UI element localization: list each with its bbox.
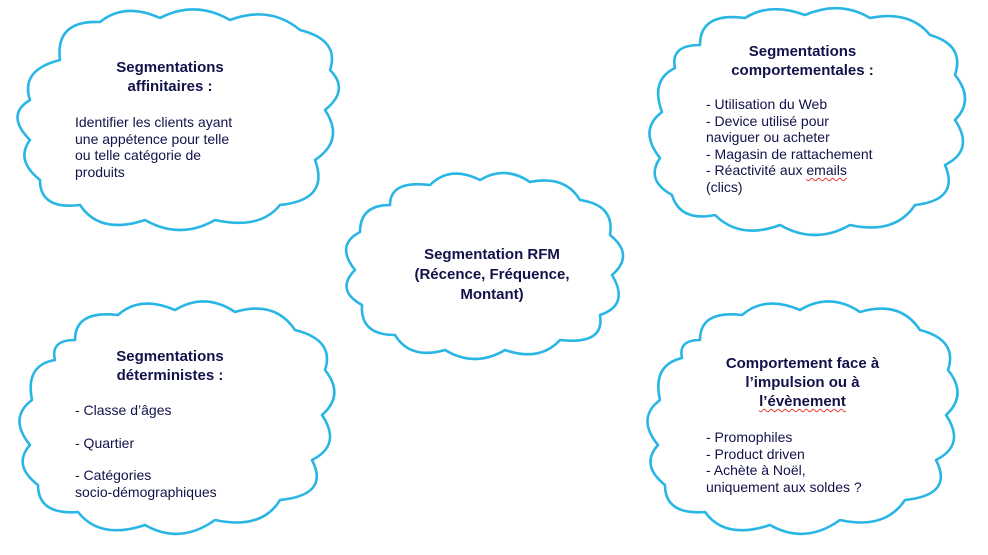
cloud-rfm <box>344 171 625 361</box>
spellcheck-word: emails <box>806 162 847 178</box>
title-line: (Récence, Fréquence, <box>414 266 570 283</box>
body-line: - Classe d’âges <box>75 402 172 418</box>
cloud-title: Segmentations affinitaires : <box>60 58 280 96</box>
cloud-title: Comportement face à l’impulsion ou à l’é… <box>700 354 905 411</box>
title-line: Comportement face à <box>725 355 880 372</box>
body-line: - Réactivité aux emails <box>706 162 905 179</box>
body-line: produits <box>75 163 125 180</box>
cloud-impulsion-text: Comportement face à l’impulsion ou à l’é… <box>700 354 905 495</box>
cloud-body: - Utilisation du Web - Device utilisé po… <box>706 96 905 195</box>
body-line: - Utilisation du Web <box>706 96 828 112</box>
body-line: socio-démographiques <box>75 483 217 500</box>
body-line: naviguer ou acheter <box>706 129 830 145</box>
body-line: Identifier les clients ayant <box>75 114 233 130</box>
cloud-comportementales <box>648 6 967 237</box>
body-line: uniquement aux soldes ? <box>706 478 862 495</box>
title-line: Montant) <box>460 286 524 303</box>
body-line: - Catégories <box>75 467 152 483</box>
cloud-title: Segmentation RFM (Récence, Fréquence, Mo… <box>387 245 597 305</box>
body-line: (clics) <box>706 178 743 195</box>
title-line: Segmentations <box>116 348 224 365</box>
cloud-body: - Promophiles - Product driven - Achète … <box>706 429 905 495</box>
body-line: - Magasin de rattachement <box>706 145 873 162</box>
body-line: - Promophiles <box>706 429 793 445</box>
title-line: déterministes : <box>116 367 224 384</box>
title-line: Segmentations <box>116 59 224 76</box>
cloud-rfm-text: Segmentation RFM (Récence, Fréquence, Mo… <box>387 245 597 305</box>
spellcheck-word: l’évènement <box>759 393 846 410</box>
cloud-body: Identifier les clients ayant une appéten… <box>75 114 280 180</box>
body-text: - Réactivité aux <box>706 162 807 178</box>
body-line: ou telle catégorie de <box>75 147 202 163</box>
spacer <box>75 419 280 435</box>
cloud-affinitaires-text: Segmentations affinitaires : Identifier … <box>60 58 280 180</box>
cloud-deterministes <box>18 300 336 536</box>
cloud-title: Segmentations comportementales : <box>700 42 905 80</box>
title-line: l’évènement <box>700 392 905 411</box>
cloud-body: - Classe d’âges - Quartier - Catégories … <box>75 402 280 500</box>
title-line: Segmentation RFM <box>424 246 560 263</box>
body-line: - Quartier <box>75 434 135 451</box>
body-line: - Product driven <box>706 445 805 462</box>
cloud-affinitaires <box>16 8 341 232</box>
body-line: une appétence pour telle <box>75 130 230 147</box>
cloud-title: Segmentations déterministes : <box>60 347 280 385</box>
cloud-deterministes-text: Segmentations déterministes : - Classe d… <box>60 347 280 500</box>
title-line: Segmentations <box>748 43 857 60</box>
cloud-comportementales-text: Segmentations comportementales : - Utili… <box>700 42 905 195</box>
spacer <box>75 451 280 467</box>
title-line: l’impulsion ou à <box>745 374 860 391</box>
body-line: - Device utilisé pour <box>706 112 829 129</box>
title-line: affinitaires : <box>127 78 213 95</box>
title-line: comportementales : <box>731 62 874 79</box>
cloud-impulsion <box>646 300 959 536</box>
body-line: - Achète à Noël, <box>706 462 806 478</box>
